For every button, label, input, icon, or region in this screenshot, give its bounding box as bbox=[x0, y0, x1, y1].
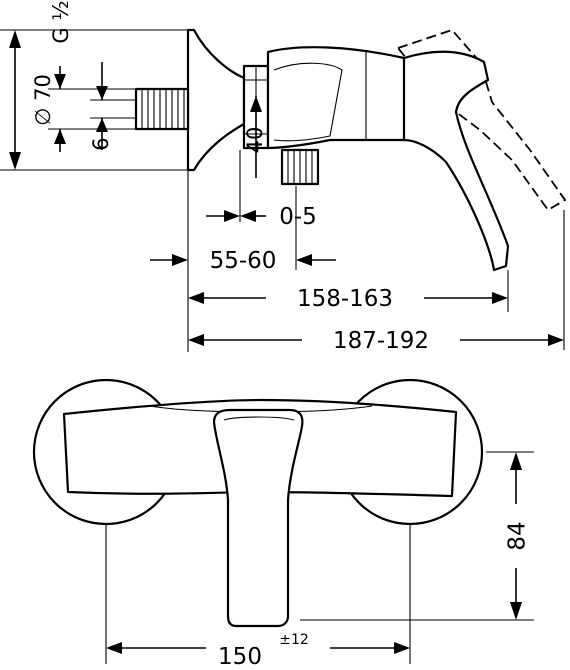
width-tolerance: ±12 bbox=[279, 632, 309, 648]
thread-label: G ½ bbox=[49, 0, 73, 43]
outlet-ribs bbox=[287, 150, 313, 184]
thread-lines bbox=[141, 89, 185, 129]
wall-distance-dimension: 55-60 bbox=[150, 248, 336, 274]
stem-label: 6 bbox=[89, 137, 113, 150]
width-label: 150 bbox=[218, 644, 262, 670]
total-depth-label: 187-192 bbox=[333, 328, 429, 354]
mixer-body bbox=[266, 46, 410, 150]
lever-top bbox=[212, 408, 304, 628]
total-depth-dimension: 187-192 bbox=[188, 328, 564, 354]
thread-dimension: G ½ bbox=[48, 0, 136, 152]
nut-dimension: 40 bbox=[243, 96, 267, 178]
top-view: 84 150 ±12 bbox=[32, 378, 534, 670]
threaded-stem bbox=[134, 87, 190, 131]
lever-handle bbox=[402, 50, 510, 272]
height-dimension: 84 bbox=[505, 452, 531, 620]
height-label: 84 bbox=[505, 521, 531, 550]
side-view: ∅ 70 G ½ 6 40 bbox=[0, 0, 567, 354]
offset-dimension: 0-5 bbox=[206, 204, 317, 230]
body-contour bbox=[273, 62, 343, 142]
width-dimension: 150 ±12 bbox=[106, 632, 410, 670]
offset-label: 0-5 bbox=[279, 204, 317, 230]
wall-rosette bbox=[186, 28, 246, 172]
nut-label: 40 bbox=[243, 127, 267, 154]
diameter-label: ∅ 70 bbox=[31, 74, 55, 126]
lever-reach-dimension: 158-163 bbox=[188, 286, 508, 312]
lever-reach-label: 158-163 bbox=[297, 286, 393, 312]
wall-distance-label: 55-60 bbox=[210, 248, 277, 274]
diameter-dimension: ∅ 70 bbox=[0, 29, 188, 171]
lever-swing-outline bbox=[396, 28, 567, 212]
stem-dimension: 6 bbox=[89, 62, 136, 151]
